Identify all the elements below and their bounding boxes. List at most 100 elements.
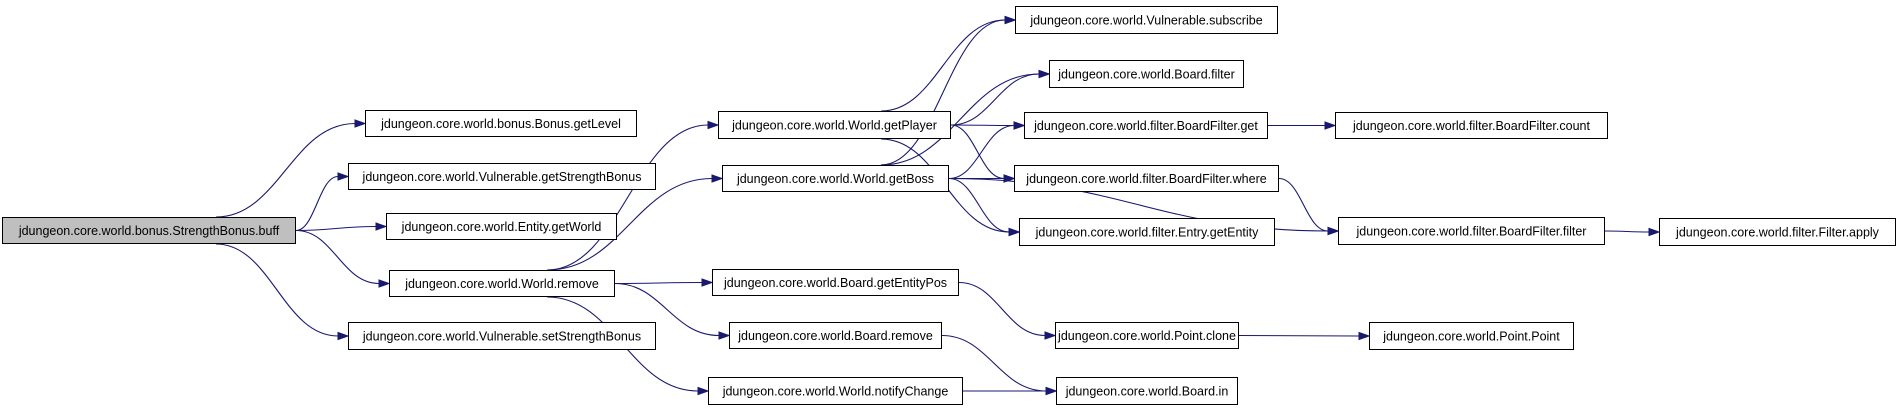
edge-line <box>950 124 1015 127</box>
edge-arrowhead <box>1013 121 1026 130</box>
node-bfCount[interactable]: jdungeon.core.world.filter.BoardFilter.c… <box>1335 112 1608 139</box>
call-nodes: jdungeon.core.world.bonus.StrengthBonus.… <box>2 6 1896 405</box>
node-bfWhere[interactable]: jdungeon.core.world.filter.BoardFilter.w… <box>1014 165 1279 192</box>
node-getPlayer[interactable]: jdungeon.core.world.World.getPlayer <box>718 111 951 139</box>
node-box <box>1056 377 1238 405</box>
node-pointClone[interactable]: jdungeon.core.world.Point.clone <box>1055 322 1239 349</box>
node-label: jdungeon.core.world.Vulnerable.subscribe <box>1029 14 1262 28</box>
call-edges <box>215 15 1661 396</box>
edge-line <box>1278 177 1329 232</box>
node-boardFilter[interactable]: jdungeon.core.world.Board.filter <box>1049 60 1244 88</box>
node-getStrengthBonus[interactable]: jdungeon.core.world.Vulnerable.getStreng… <box>348 163 656 190</box>
node-getBoss[interactable]: jdungeon.core.world.World.getBoss <box>722 165 949 192</box>
edge-arrowhead <box>337 331 350 341</box>
node-box <box>712 269 959 296</box>
node-label: jdungeon.core.world.Vulnerable.setStreng… <box>362 330 641 344</box>
node-box <box>729 322 942 349</box>
node-box <box>1335 112 1608 139</box>
node-getWorld[interactable]: jdungeon.core.world.Entity.getWorld <box>386 213 617 240</box>
node-pointPoint[interactable]: jdungeon.core.world.Point.Point <box>1369 322 1574 350</box>
node-label: jdungeon.core.world.filter.BoardFilter.f… <box>1356 225 1587 239</box>
node-box <box>2 217 296 244</box>
node-bfGet[interactable]: jdungeon.core.world.filter.BoardFilter.g… <box>1024 112 1268 139</box>
edge-line <box>1604 230 1650 233</box>
edge-getBoss-to-bfGet <box>948 121 1026 180</box>
node-label: jdungeon.core.world.Point.Point <box>1382 330 1560 344</box>
edge-arrowhead <box>1038 69 1051 79</box>
node-subscribe[interactable]: jdungeon.core.world.Vulnerable.subscribe <box>1015 6 1278 34</box>
edge-arrowhead <box>701 278 714 287</box>
edge-line <box>958 281 1046 337</box>
edge-worldRemove-to-getEntityPos <box>614 278 714 287</box>
node-label: jdungeon.core.world.Entity.getWorld <box>401 220 602 234</box>
edge-bfFilter-to-filterApply <box>1604 227 1661 237</box>
node-box <box>1024 112 1268 139</box>
edge-root-to-getLevel <box>215 119 367 218</box>
edge-getBoss-to-boardFilter <box>880 69 1051 166</box>
node-label: jdungeon.core.world.Point.clone <box>1057 329 1236 343</box>
node-label: jdungeon.core.world.Board.filter <box>1057 68 1235 82</box>
edge-arrowhead <box>1324 121 1337 130</box>
node-bfFilter[interactable]: jdungeon.core.world.filter.BoardFilter.f… <box>1338 217 1605 245</box>
node-box <box>722 165 949 192</box>
node-boardRemove[interactable]: jdungeon.core.world.Board.remove <box>729 322 942 349</box>
edge-worldRemove-to-getBoss <box>547 174 724 271</box>
edge-root-to-getWorld <box>295 222 388 232</box>
edge-getBoss-to-subscribe <box>880 15 1017 166</box>
node-getEntityPos[interactable]: jdungeon.core.world.Board.getEntityPos <box>712 269 959 296</box>
edge-line <box>880 73 1040 166</box>
edge-arrowhead <box>375 222 388 231</box>
edge-getEntityPos-to-pointClone <box>958 281 1057 340</box>
edge-line <box>295 229 380 285</box>
edge-notifyChange-to-boardIn <box>963 386 1058 396</box>
node-box <box>348 322 656 350</box>
node-label: jdungeon.core.world.filter.Filter.apply <box>1675 226 1880 240</box>
node-label: jdungeon.core.world.filter.BoardFilter.w… <box>1025 172 1266 186</box>
edge-line <box>950 124 1005 180</box>
node-box <box>708 377 963 405</box>
node-box <box>718 111 951 139</box>
node-getLevel[interactable]: jdungeon.core.world.bonus.Bonus.getLevel <box>365 110 637 137</box>
node-label: jdungeon.core.world.filter.Entry.getEnti… <box>1035 226 1260 240</box>
node-box <box>348 163 656 190</box>
edge-arrowhead <box>718 331 731 340</box>
node-boardIn[interactable]: jdungeon.core.world.Board.in <box>1056 377 1238 405</box>
edge-getBoss-to-entryGetEntity <box>948 177 1021 237</box>
node-box <box>1369 322 1574 350</box>
edge-arrowhead <box>1004 15 1017 25</box>
edge-line <box>948 177 1010 233</box>
edge-line <box>295 175 339 232</box>
node-filterApply[interactable]: jdungeon.core.world.filter.Filter.apply <box>1659 218 1896 246</box>
edge-root-to-getStrengthBonus <box>295 172 350 232</box>
node-box <box>389 270 615 297</box>
node-worldRemove[interactable]: jdungeon.core.world.World.remove <box>389 270 615 297</box>
node-notifyChange[interactable]: jdungeon.core.world.World.notifyChange <box>708 377 963 405</box>
node-box <box>1659 218 1896 246</box>
edge-line <box>950 73 1040 126</box>
edge-arrowhead <box>337 172 350 181</box>
edge-arrowhead <box>354 119 367 128</box>
node-box <box>1014 165 1279 192</box>
node-label: jdungeon.core.world.bonus.Bonus.getLevel <box>380 117 621 131</box>
node-box <box>365 110 637 137</box>
edge-arrowhead <box>378 279 391 288</box>
node-label: jdungeon.core.world.World.remove <box>404 277 599 291</box>
edge-line <box>948 124 1015 180</box>
edge-arrowhead <box>1358 331 1371 341</box>
edge-line <box>614 281 703 285</box>
node-label: jdungeon.core.world.Board.getEntityPos <box>723 276 947 290</box>
node-root[interactable]: jdungeon.core.world.bonus.StrengthBonus.… <box>2 217 296 244</box>
edge-worldRemove-to-getPlayer <box>547 120 720 271</box>
node-box <box>1055 322 1239 349</box>
edge-line <box>941 334 1047 392</box>
node-label: jdungeon.core.world.World.notifyChange <box>722 385 949 399</box>
node-setStrengthBonus[interactable]: jdungeon.core.world.Vulnerable.setStreng… <box>348 322 656 350</box>
node-label: jdungeon.core.world.World.getBoss <box>736 172 934 186</box>
node-box <box>1019 218 1275 246</box>
edge-line <box>547 124 709 271</box>
edge-line <box>215 122 356 218</box>
node-entryGetEntity[interactable]: jdungeon.core.world.filter.Entry.getEnti… <box>1019 218 1275 246</box>
node-box <box>1338 217 1605 245</box>
edge-arrowhead <box>697 386 710 396</box>
